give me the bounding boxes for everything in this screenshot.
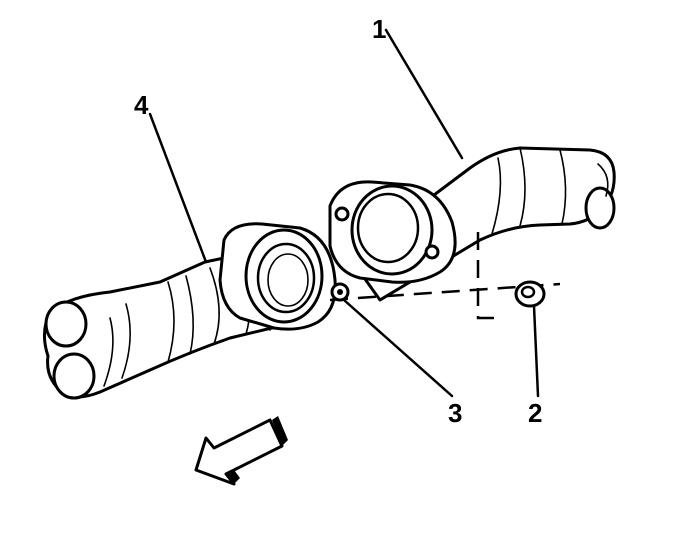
callout-4: 4 (134, 90, 149, 120)
callout-2: 2 (528, 398, 542, 428)
alignment-line (476, 232, 500, 320)
exhaust-pipe-rear (328, 146, 616, 302)
callout-3: 3 (448, 398, 462, 428)
exhaust-pipe-front (43, 222, 337, 400)
bolt (330, 282, 350, 302)
leader-line-3 (342, 298, 454, 398)
nut (514, 280, 546, 308)
leader-line-1 (384, 28, 464, 160)
arrow-icon (194, 416, 288, 486)
alignment-line (329, 282, 561, 302)
callout-1: 1 (372, 14, 386, 44)
leader-line-4 (148, 112, 208, 264)
leader-line-2 (532, 304, 540, 398)
